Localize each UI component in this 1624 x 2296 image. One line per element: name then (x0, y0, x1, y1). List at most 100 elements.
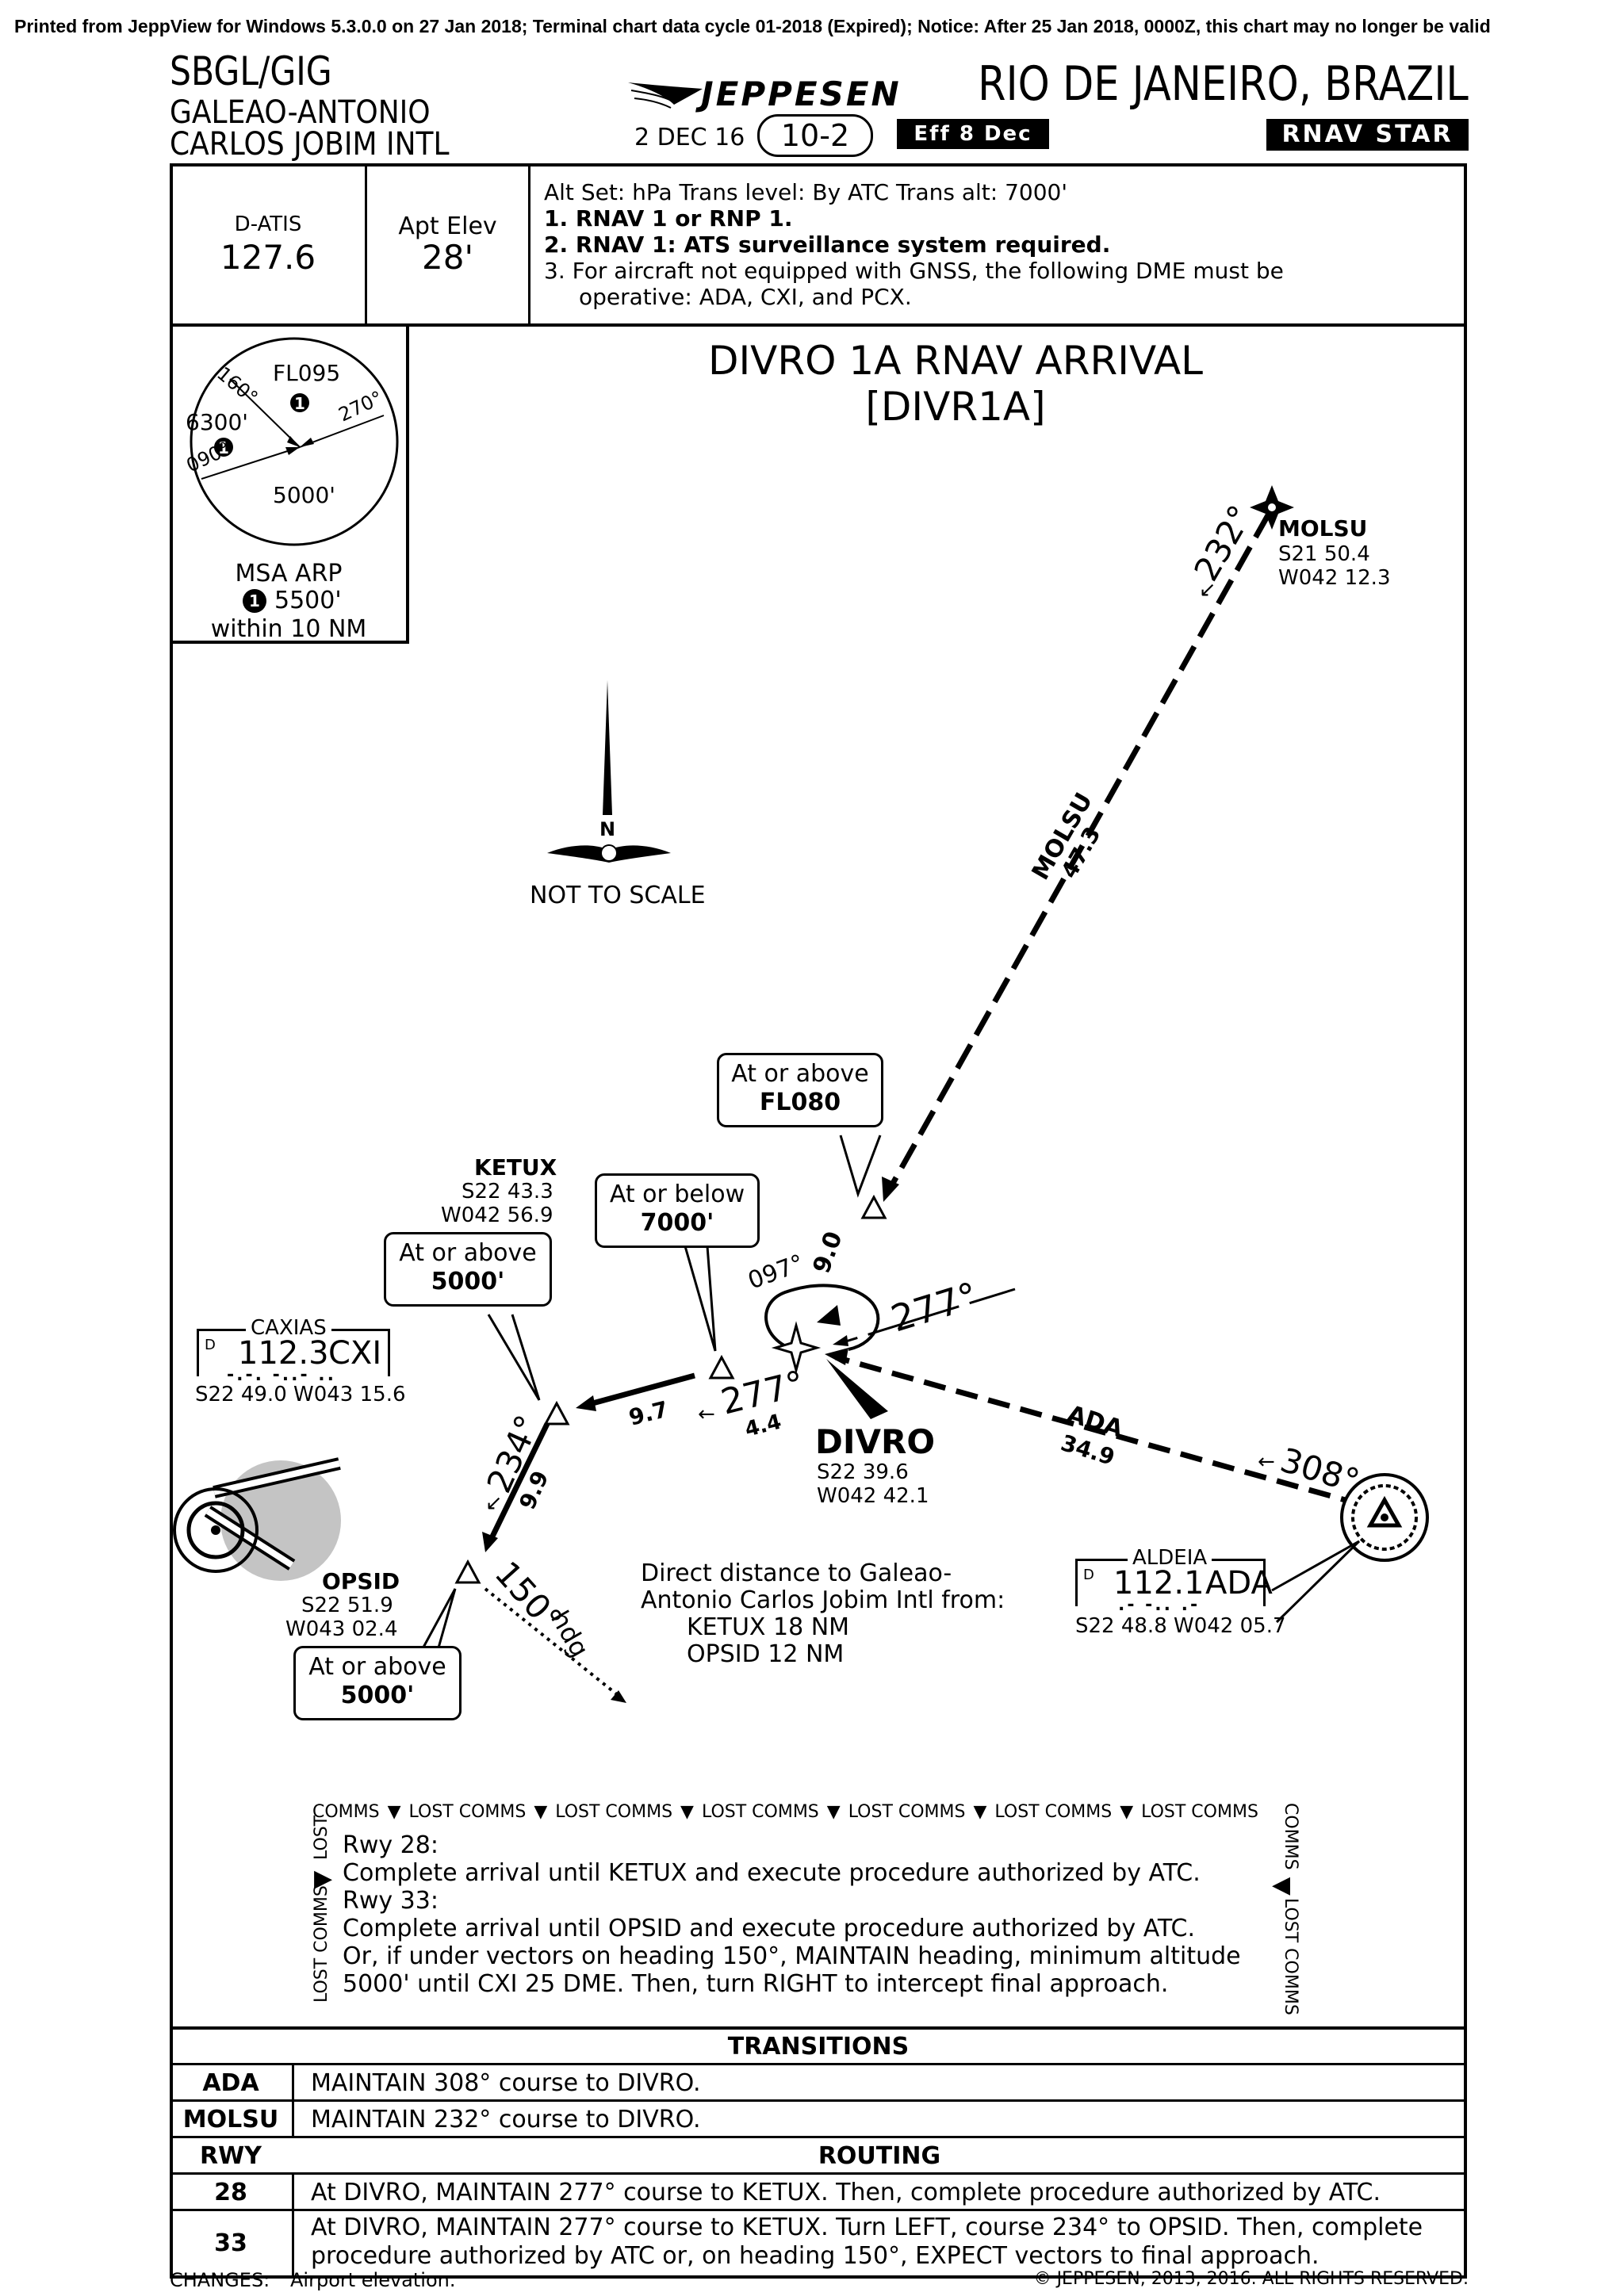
divro-ketux-distance: 9.7 (626, 1396, 671, 1431)
routing-header: ROUTING (818, 2142, 941, 2170)
lost-comms-right-top: COMMS (1281, 1803, 1300, 1870)
divro-lon: W042 42.1 (817, 1484, 929, 1508)
opsid-lon: W043 02.4 (285, 1617, 398, 1641)
route-ketux-opsid (488, 1422, 550, 1540)
lost-comms-top-border: COMMS▼ LOST COMMS▼ LOST COMMS▼ LOST COMM… (312, 1801, 1258, 1822)
lost-comms-right-arrow: ◀ (1272, 1871, 1291, 1899)
svg-text:1: 1 (218, 438, 229, 457)
constraint-value: 7000' (640, 1209, 714, 1237)
caxias-morse: -.-. -..- .. (227, 1365, 336, 1385)
route-divro-ketux (586, 1372, 695, 1408)
molsu-lat: S21 50.4 (1278, 542, 1370, 566)
chart-frame (170, 163, 1467, 2279)
chart-type-badge: RNAV STAR (1266, 119, 1469, 151)
routing-key-header: RWY (200, 2142, 262, 2170)
msa-sector-line-090 (201, 446, 301, 480)
constraint-below-7000: At or below 7000' (595, 1173, 760, 1248)
city-title: RIO DE JANEIRO, BRAZIL (978, 56, 1469, 112)
msa-radius: within 10 NM (210, 615, 367, 643)
msa-label: MSA ARP (235, 560, 343, 587)
info-col-divider-1 (365, 163, 367, 325)
msa-marker-icon (290, 393, 309, 412)
direct-distance-line2: Antonio Carlos Jobim Intl from: (641, 1586, 1005, 1614)
chart-date: 2 DEC 16 (634, 124, 745, 151)
changes-label: CHANGES: (170, 2269, 270, 2291)
transition-text-molsu: MAINTAIN 232° course to DIVRO. (311, 2106, 701, 2133)
routing-text-rwy28: At DIVRO, MAINTAIN 277° course to KETUX.… (311, 2179, 1381, 2206)
airport-ident: SBGL/GIG (170, 48, 332, 94)
constraint-fl080: At or above FL080 (717, 1053, 883, 1127)
divro-fix-name: DIVRO (815, 1422, 936, 1461)
fix-triangle-icon (860, 1194, 887, 1219)
constraint-value: 5000' (431, 1268, 505, 1295)
routing-key-rwy33: 33 (214, 2229, 247, 2257)
msa-alt-bottom: 5000' (273, 482, 335, 508)
molsu-lon: W042 12.3 (1278, 566, 1391, 590)
aldeia-coordinates: S22 48.8 W042 05.7 (1075, 1614, 1286, 1638)
holding-pattern (764, 1284, 880, 1353)
atis-label: D-ATIS (234, 212, 302, 236)
caxias-ident: CXI (328, 1335, 382, 1372)
constraint-value: FL080 (759, 1089, 841, 1116)
fix-triangle-icon (543, 1400, 570, 1425)
direct-distance-opsid: OPSID 12 NM (687, 1640, 845, 1668)
caxias-dme-flag: D (205, 1337, 216, 1353)
molsu-fix-name: MOLSU (1278, 515, 1368, 541)
lost-comms-word: LOST COMMS (555, 1801, 673, 1822)
info-divider (170, 323, 1467, 327)
molsu-course-label: 232° (1186, 499, 1260, 587)
msa-circle-diagram: 1 1 FL095 6300' 5000' 160° 270° 090° (183, 337, 399, 546)
transition-text-ada: MAINTAIN 308° course to DIVRO. (311, 2069, 701, 2097)
msa-fl-label: FL095 (273, 360, 340, 386)
hold-outbound-label: 277° (886, 1273, 982, 1340)
note-3: 3. For aircraft not equipped with GNSS, … (544, 258, 1284, 284)
constraint-label: At or above (308, 1653, 446, 1681)
routing-text-rwy33-cont: procedure authorized by ATC or, on headi… (311, 2242, 1320, 2270)
aldeia-dme-flag: D (1083, 1567, 1094, 1583)
msa-sector-line-270 (299, 415, 385, 448)
elevation-value: 28' (422, 238, 473, 277)
lost-comms-word: LOST COMMS (1141, 1801, 1258, 1822)
note-1: 1. RNAV 1 or RNP 1. (544, 205, 793, 232)
vector-heading-150 (484, 1587, 623, 1700)
note-2: 2. RNAV 1: ATS surveillance system requi… (544, 232, 1111, 258)
routing-key-rwy28: 28 (214, 2179, 247, 2206)
ketux-lat: S22 43.3 (462, 1180, 553, 1203)
procedure-code: [DIVR1A] (865, 384, 1046, 430)
routing-text-rwy33: At DIVRO, MAINTAIN 277° course to KETUX.… (311, 2214, 1423, 2241)
divro-waypoint-icon (771, 1321, 822, 1375)
ketux-lon: W042 56.9 (441, 1203, 553, 1227)
constraint-label: At or above (731, 1060, 869, 1088)
aldeia-frequency: 112.1 (1113, 1565, 1205, 1601)
changes-text: Airport elevation. (290, 2269, 456, 2291)
lost-comms-rwy33-text: Complete arrival until OPSID and execute… (343, 1915, 1195, 1942)
lost-comms-word: LOST COMMS (994, 1801, 1113, 1822)
msa-alt-left: 6300' (186, 409, 248, 435)
constraint-opsid: At or above 5000' (293, 1646, 462, 1720)
lost-comms-word: COMMS (312, 1801, 380, 1822)
lost-comms-vector-text: Or, if under vectors on heading 150°, MA… (343, 1942, 1241, 1970)
aldeia-ident: ADA (1205, 1565, 1273, 1601)
direct-distance-ketux: KETUX 18 NM (687, 1613, 850, 1641)
lost-comms-left-top: LOST (312, 1815, 331, 1860)
effective-date-badge: Eff 8 Dec (897, 119, 1049, 149)
route-arrowhead (825, 1348, 848, 1365)
procedure-title: DIVRO 1A RNAV ARRIVAL (707, 338, 1204, 384)
molsu-course-arrow: ↙ (1199, 578, 1216, 602)
ada-course-arrow: ← (1258, 1450, 1275, 1474)
msa-box (170, 323, 409, 644)
direct-distance-line1: Direct distance to Galeao- (641, 1559, 952, 1587)
lost-comms-word: LOST COMMS (848, 1801, 966, 1822)
airport-name-line2: CARLOS JOBIM INTL (170, 126, 450, 163)
north-arrow-icon: N (547, 680, 671, 863)
inbound-277-leader (840, 1288, 1016, 1345)
msa-marker-icon: 1 (243, 589, 266, 613)
transition-key-ada: ADA (202, 2069, 259, 2097)
lost-comms-rwy28-text: Complete arrival until KETUX and execute… (343, 1859, 1201, 1887)
opsid-lat: S22 51.9 (301, 1594, 393, 1617)
note-3-cont: operative: ADA, CXI, and PCX. (579, 284, 912, 310)
altimeter-note: Alt Set: hPa Trans level: By ATC Trans a… (544, 179, 1068, 205)
ketux-fix-name: KETUX (474, 1154, 557, 1181)
lost-comms-word: LOST COMMS (408, 1801, 527, 1822)
